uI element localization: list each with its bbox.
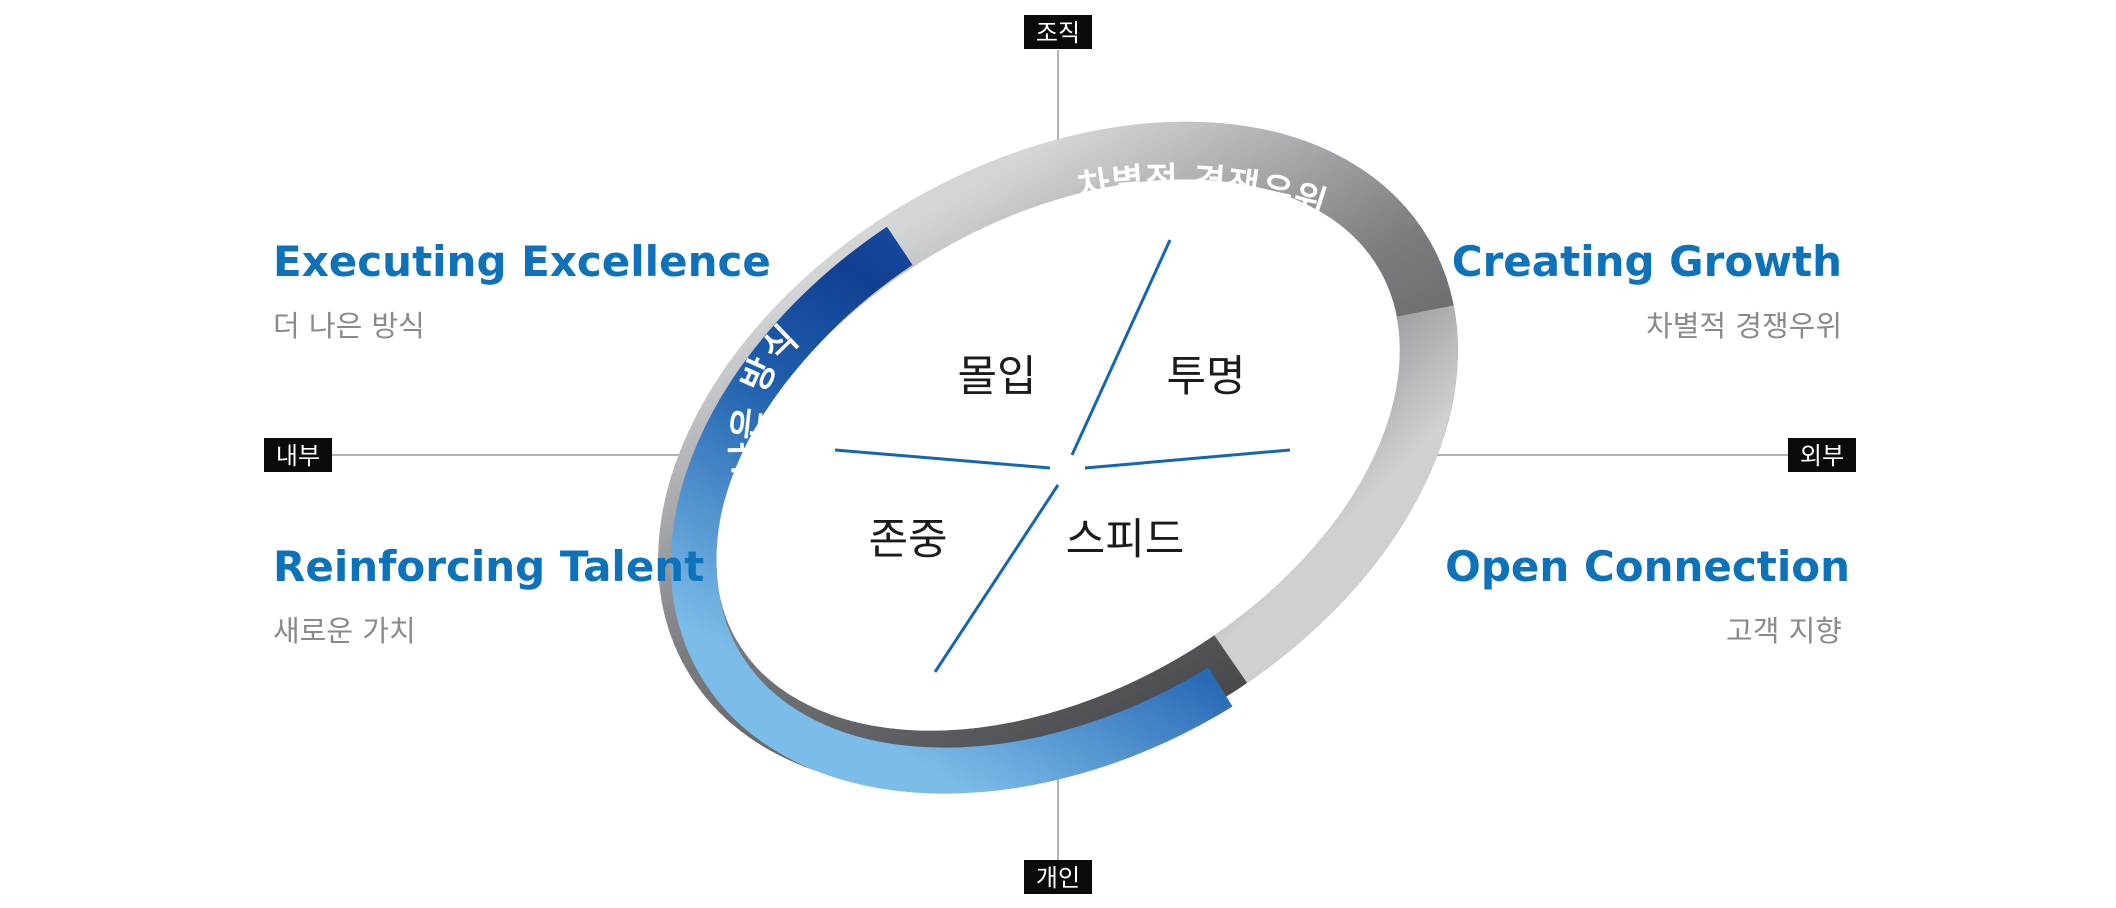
ring-blue-band xyxy=(670,126,1470,794)
quadrant-subtitle-bottom-left: 새로운 가치 xyxy=(273,614,416,648)
axis-label-left: 내부 xyxy=(276,442,320,470)
center-label-top-left: 몰입 xyxy=(957,352,1036,402)
divider-upper xyxy=(1070,239,1172,456)
divider-left xyxy=(834,448,1051,470)
axis-tag-right xyxy=(1788,438,1856,472)
quadrant-subtitle-bottom-right: 고객 지향 xyxy=(1726,614,1842,648)
quadrant-title-bottom-right: Open Connection xyxy=(1445,542,1850,591)
axis-tag-left xyxy=(264,438,332,472)
quadrant-title-bottom-left: Reinforcing Talent xyxy=(273,542,704,591)
center-label-bottom-left: 존중 xyxy=(868,515,947,565)
divider-right xyxy=(1084,448,1291,470)
axis-label-right: 외부 xyxy=(1800,442,1844,470)
axis-label-top: 조직 xyxy=(1036,19,1080,47)
quadrant-subtitle-top-left: 더 나은 방식 xyxy=(273,309,425,343)
quadrant-subtitle-top-right: 차별적 경쟁우위 xyxy=(1646,309,1842,343)
inner-field xyxy=(716,179,1400,731)
center-label-bottom-right: 스피드 xyxy=(1066,515,1185,565)
axis-tag-bottom xyxy=(1024,860,1092,894)
quadrant-title-top-right: Creating Growth xyxy=(1452,237,1842,286)
quadrant-title-top-left: Executing Excellence xyxy=(273,237,771,286)
axis-label-bottom: 개인 xyxy=(1036,864,1080,892)
center-label-top-right: 투명 xyxy=(1166,352,1245,402)
axis-tag-top xyxy=(1024,15,1092,49)
divider-lower xyxy=(933,484,1060,673)
